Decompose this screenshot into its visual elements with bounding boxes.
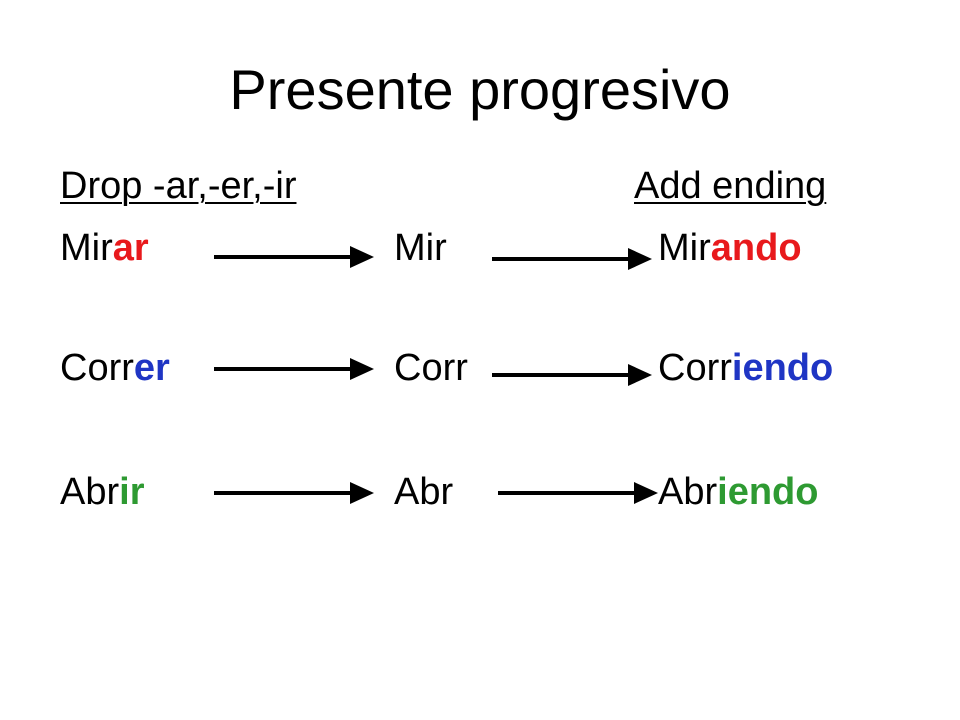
arrow-right-icon [492,364,652,386]
gerund-abriendo: Abriendo [658,470,818,514]
infinitive-correr: Correr [60,346,170,390]
stem-abr: Abr [394,471,454,513]
gerund-corriendo: Corriendo [658,346,833,390]
gerund-mirando: Mirando [658,226,802,270]
infinitive-abrir: Abrir [60,470,145,514]
stem-corr: Corr [394,347,468,389]
slide-title: Presente progresivo [229,58,731,121]
verb-stem: Abr [60,471,120,513]
arrow-right-icon [214,358,374,380]
arrow-right-icon [492,248,652,270]
arrow-right-icon [214,246,374,268]
verb-ending: er [133,347,170,389]
gerund-ending: ando [710,227,802,269]
arrow-right-icon [214,482,374,504]
verb-stem: Mir [60,227,113,269]
verb-stem: Corr [60,347,134,389]
gerund-stem: Mir [658,227,711,269]
infinitive-mirar: Mirar [60,226,149,270]
header-add-ending: Add ending [634,165,827,207]
stem-mir: Mir [394,227,447,269]
gerund-stem: Abr [658,471,718,513]
arrow-right-icon [498,482,658,504]
gerund-ending: iendo [731,347,834,389]
gerund-stem: Corr [658,347,732,389]
gerund-ending: iendo [717,471,819,513]
header-drop-ending: Drop -ar,-er,-ir [60,165,297,207]
verb-ending: ir [119,471,145,513]
verb-ending: ar [112,227,149,269]
